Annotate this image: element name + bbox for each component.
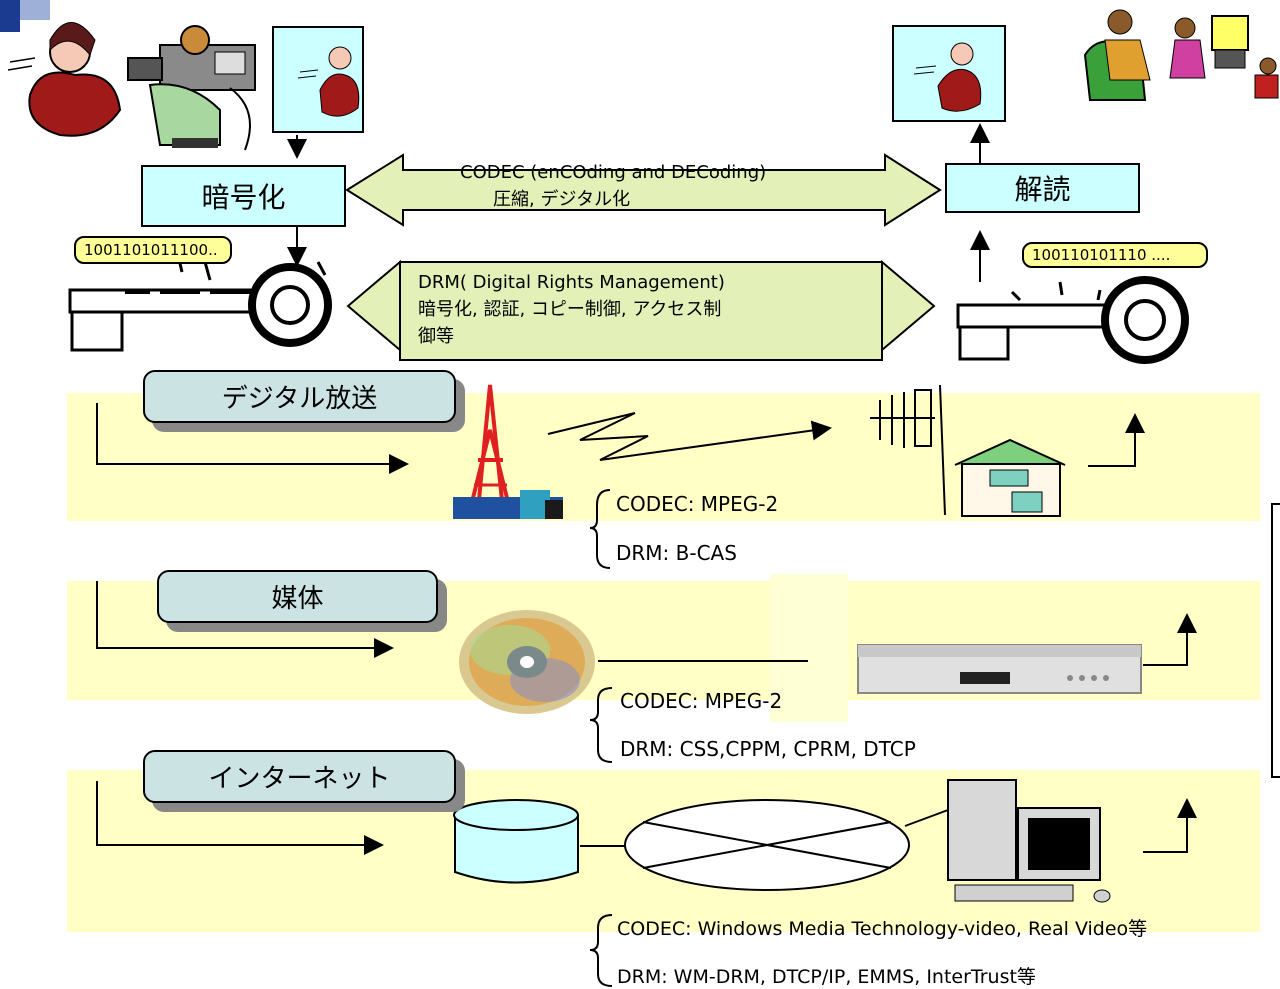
family-tv-clipart [1083,9,1279,101]
output-screen [892,25,1006,122]
key-left-icon [68,254,332,352]
codec-subtitle: 圧縮, デジタル化 [493,189,631,210]
brace-broadcast [589,489,611,569]
internet-codec-label: CODEC: Windows Media Technology-video, R… [617,918,1148,940]
media-drm-label: DRM: CSS,CPPM, CPRM, DTCP [620,737,916,761]
tab-media: 媒体 [157,570,438,623]
broadcast-signal-icon [547,412,832,461]
drm-line1: DRM( Digital Rights Management) [418,272,725,293]
bits-bubble-left: 1001101011100.. [74,236,232,264]
server-cylinder-icon [453,799,579,884]
source-screen [272,26,364,133]
computer-icon [947,779,1111,903]
house-icon [954,438,1066,517]
codec-double-arrow [345,153,942,227]
disc-icon [459,610,595,714]
internet-drm-label: DRM: WM-DRM, DTCP/IP, EMMS, InterTrust等 [617,966,1036,988]
key-right-icon [956,276,1189,364]
drm-line2: 暗号化, 認証, コピー制御, アクセス制 [418,299,722,320]
encode-box: 暗号化 [141,165,346,227]
corner-marker-light [20,0,50,20]
drm-line3: 御等 [418,326,454,347]
antenna-icon [870,384,946,516]
decode-box: 解読 [945,163,1140,213]
media-codec-label: CODEC: MPEG-2 [620,689,783,713]
corner-marker [0,0,20,32]
band-media-highlight [770,574,848,722]
broadcast-codec-label: CODEC: MPEG-2 [616,492,779,516]
dvd-recorder-icon [857,644,1142,694]
tab-internet: インターネット [143,750,456,803]
network-ellipse-icon [624,799,910,891]
broadcast-drm-label: DRM: B-CAS [616,541,737,565]
bits-bubble-right: 100110101110 .... [1022,242,1208,268]
brace-media [589,687,613,763]
woman-clipart [7,22,122,137]
tab-digital-broadcast: デジタル放送 [143,370,456,423]
tv-tower-icon [453,384,563,519]
edge-box [1271,503,1280,778]
camera-operator-clipart [127,25,256,151]
brace-internet [589,914,613,987]
codec-title: CODEC (enCOding and DECoding) [460,162,767,183]
